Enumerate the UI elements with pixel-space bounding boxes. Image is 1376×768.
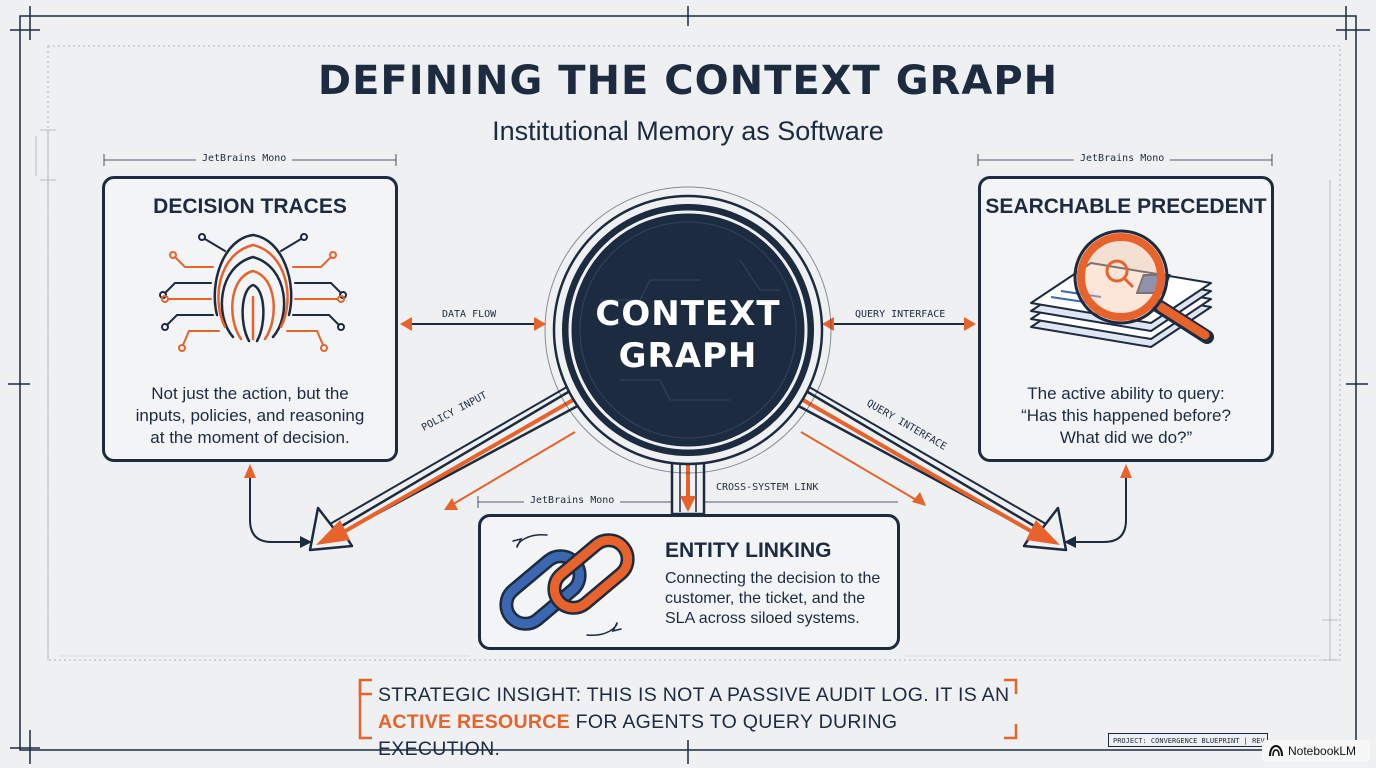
brand-label: NotebookLM	[1288, 744, 1356, 758]
notebooklm-logo-icon	[1269, 745, 1283, 757]
insight-accent: ACTIVE RESOURCE	[378, 711, 570, 733]
strategic-insight: STRATEGIC INSIGHT: THIS IS NOT A PASSIVE…	[378, 682, 1018, 763]
insight-line-1: STRATEGIC INSIGHT: THIS IS NOT A PASSIVE…	[378, 682, 1018, 709]
project-footer: PROJECT: CONVERGENCE BLUEPRINT | REV 1.0…	[1108, 733, 1268, 747]
brand-badge: NotebookLM	[1262, 740, 1370, 762]
insight-line-2: ACTIVE RESOURCE FOR AGENTS TO QUERY DURI…	[378, 709, 1018, 763]
